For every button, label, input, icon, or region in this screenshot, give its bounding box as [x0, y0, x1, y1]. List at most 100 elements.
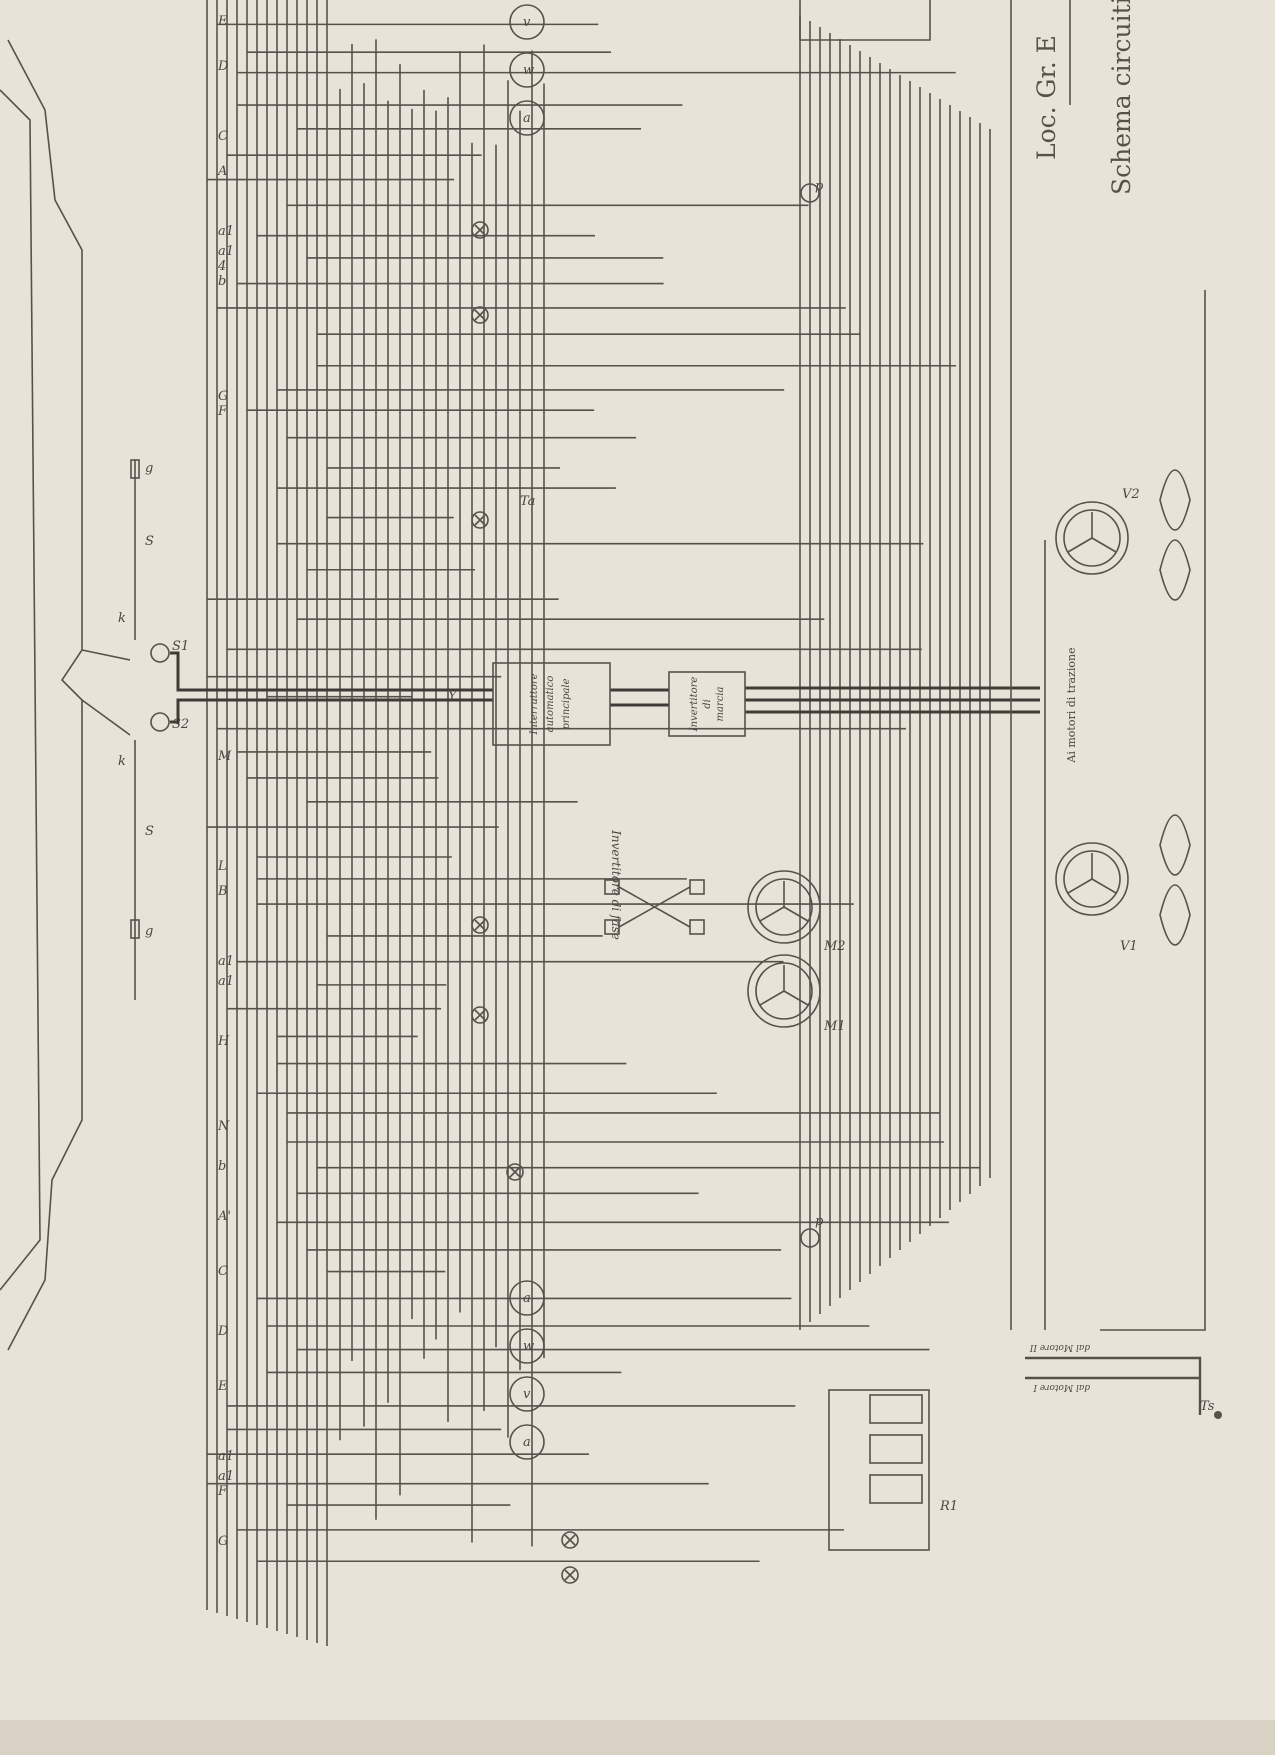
phase-reverser-label: Invertitore di fase — [609, 829, 623, 940]
insulator-icon — [150, 712, 170, 732]
lamp-icon — [471, 1006, 489, 1024]
bus-label: B — [217, 884, 228, 899]
meter-label: w — [523, 63, 534, 78]
bus-label: F — [217, 1484, 228, 1499]
motor-m2: M2 — [747, 870, 846, 954]
wire — [799, 0, 931, 41]
meter-label: v — [523, 15, 531, 30]
bus-label: a1 — [218, 244, 234, 259]
lamp-icon — [561, 1531, 579, 1549]
fan-motor-v2: V2 — [1055, 469, 1191, 601]
label: k — [118, 754, 126, 769]
page-subtitle: Schema circuiti — [1107, 0, 1136, 195]
label-y: Y — [448, 689, 458, 704]
bus-label: E — [217, 14, 228, 29]
meter-icon — [509, 1424, 545, 1460]
bus-label: D — [217, 59, 229, 74]
current-transformers: dal Motore II dal Motore I — [1025, 1342, 1222, 1419]
meter-label: w — [523, 1339, 534, 1354]
bus-label: A — [217, 164, 227, 179]
bus-label: E — [217, 1379, 228, 1394]
meter-icon — [509, 100, 545, 136]
lamp-icon — [471, 916, 489, 934]
motor-label: V2 — [1122, 487, 1140, 502]
phase-reverser-contacts — [604, 879, 705, 935]
meter-label: a — [523, 111, 531, 126]
main-breaker-box: Interruttore automatico principale — [492, 662, 611, 746]
label: g — [145, 924, 153, 939]
page-fold — [0, 1720, 1275, 1755]
label: g — [145, 461, 153, 476]
box-label: marcia — [715, 686, 726, 721]
meter-icon — [509, 1328, 545, 1364]
gauge-icon — [800, 183, 820, 203]
label-ta: Ta — [520, 494, 535, 509]
label-ts: Ts — [1200, 1399, 1215, 1414]
motor-label: V1 — [1120, 939, 1138, 954]
bus-label: a1 — [218, 224, 234, 239]
bus-label: b — [218, 1159, 226, 1174]
insulator-icon — [150, 643, 170, 663]
label-p: p — [815, 1214, 824, 1229]
motor-label: M2 — [823, 939, 846, 954]
bus-label: G — [218, 1534, 228, 1549]
lamp-icon — [561, 1566, 579, 1584]
meter-label: a — [523, 1435, 531, 1450]
meter-label: a — [523, 1291, 531, 1306]
box-label: Interruttore — [529, 673, 540, 735]
meter-icon — [509, 4, 545, 40]
wire — [1100, 290, 1206, 1331]
pantograph-outline — [0, 39, 131, 1351]
bus-label: a1 — [218, 1469, 234, 1484]
bus-label: H — [217, 1034, 230, 1049]
label: k — [118, 611, 126, 626]
bus-label: b — [218, 274, 226, 289]
bus-label: N — [217, 1119, 230, 1134]
page-title: Loc. Gr. E — [1032, 35, 1061, 160]
box-label: automatico — [545, 676, 556, 733]
resistor-label: R1 — [939, 1499, 958, 1514]
label: S — [145, 824, 154, 839]
gauge-icon — [800, 1228, 820, 1248]
bus-label: a1 — [218, 1449, 234, 1464]
bus-label: L — [217, 859, 227, 874]
bus-label: C — [218, 1264, 228, 1279]
lamp-icon — [506, 1163, 524, 1181]
instruments: v w a a w v a — [471, 4, 820, 1584]
bus-label: a1 — [218, 954, 234, 969]
motor-label: M1 — [823, 1019, 846, 1034]
meter-icon — [509, 52, 545, 88]
bus-label: G — [218, 389, 228, 404]
label: S1 — [172, 639, 189, 654]
bus-label: F — [217, 404, 228, 419]
resistor-bank-r1: R1 — [828, 1389, 958, 1551]
bus-label: D — [217, 1324, 229, 1339]
bus-label: A' — [217, 1209, 231, 1224]
note-from-motor-1: dal Motore I — [1033, 1382, 1090, 1392]
direction-reverser-box: Invertitore di marcia — [668, 671, 746, 737]
meter-label: v — [523, 1387, 531, 1402]
wiring — [206, 0, 1206, 1646]
fan-motor-v1: V1 — [1055, 814, 1191, 954]
bus-label: 4 — [217, 259, 226, 274]
lamp-icon — [471, 221, 489, 239]
lamp-icon — [471, 306, 489, 324]
label: S2 — [172, 717, 189, 732]
meter-icon — [509, 1376, 545, 1412]
box-label: principale — [561, 678, 572, 729]
lamp-icon — [471, 511, 489, 529]
label-p: p — [815, 179, 824, 194]
meter-icon — [509, 1280, 545, 1316]
box-label: di — [702, 699, 713, 709]
pantograph-springs: S1 S2 k k g g S S — [118, 459, 189, 1000]
motor-m1: M1 — [747, 954, 846, 1034]
bus-label: M — [217, 749, 232, 764]
note-from-motor-2: dal Motore II — [1029, 1342, 1090, 1352]
box-label: Invertitore — [689, 677, 700, 733]
bus-label: C — [218, 129, 228, 144]
main-power-lines — [170, 651, 1040, 724]
bus-label: a1 — [218, 974, 234, 989]
